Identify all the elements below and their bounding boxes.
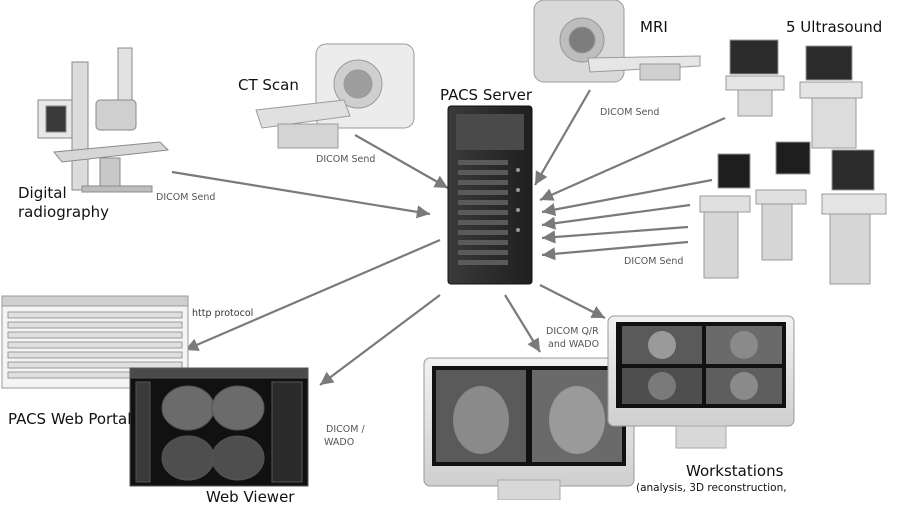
web-viewer-label: Web Viewer (206, 488, 295, 506)
ct-scanner-device (255, 43, 415, 149)
dr-dicom-send-label: DICOM Send (156, 192, 216, 203)
workstations-note: (analysis, 3D reconstruction, (636, 482, 787, 494)
workstation-monitor-front (423, 357, 635, 500)
dicom-wado-label-1: DICOM / (326, 424, 365, 435)
arrow-us2-to-server (541, 178, 713, 217)
ct-scan-label: CT Scan (238, 76, 299, 94)
digital-radiography-device (37, 47, 170, 193)
arrow-ct-to-server (354, 134, 449, 189)
http-protocol-label: http protocol (192, 308, 254, 319)
arrow-server-to-workstation1 (504, 294, 541, 353)
digital-radiography-label-1: Digital (18, 184, 67, 202)
mri-dicom-send-label: DICOM Send (600, 107, 660, 118)
digital-radiography-label-2: radiography (18, 203, 110, 221)
arrow-us4-to-server (541, 225, 689, 244)
workstations-label: Workstations (686, 462, 784, 480)
arrow-us5-to-server (541, 240, 689, 261)
arrow-us1-to-server (539, 116, 726, 202)
pacs-web-portal-label: PACS Web Portal (8, 410, 132, 428)
arrow-server-to-portal (184, 238, 441, 352)
workstation-monitor-back (607, 315, 795, 449)
ultrasound-dicom-send-label: DICOM Send (624, 256, 684, 267)
pacs-server-tower (447, 105, 533, 285)
dicom-wado-label-2: WADO (324, 437, 355, 448)
pacs-server-label: PACS Server (440, 86, 533, 104)
arrow-us3-to-server (541, 203, 691, 230)
ct-dicom-send-label: DICOM Send (316, 154, 376, 165)
web-viewer-screen (129, 367, 309, 487)
arrow-server-to-workstation2 (539, 284, 606, 319)
mri-device (533, 0, 701, 83)
dicom-qr-label-1: DICOM Q/R (546, 326, 599, 337)
dicom-qr-label-2: and WADO (548, 339, 600, 350)
ultrasound-devices (699, 39, 887, 285)
mri-label: MRI (640, 18, 668, 36)
ultrasound-label: 5 Ultrasound (786, 18, 883, 36)
arrow-mri-to-server (534, 89, 591, 186)
arrow-dr-to-server (171, 170, 431, 219)
pacs-web-portal-screen (1, 295, 189, 389)
arrow-server-to-viewer (319, 294, 441, 386)
